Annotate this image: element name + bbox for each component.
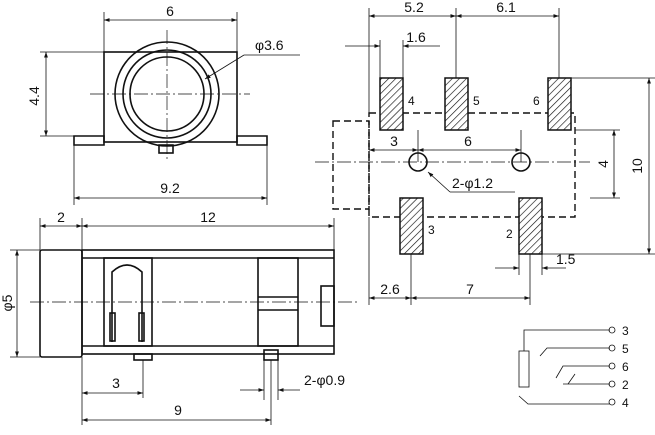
terminal-5-label: 5 [622, 342, 629, 356]
terminal-2-label: 2 [622, 378, 629, 392]
schematic-wire-4 [518, 395, 610, 405]
terminal-6-label: 6 [622, 360, 629, 374]
side-pin-diameter-label: 2-φ0.9 [304, 372, 345, 388]
side-rear-tab [320, 285, 335, 327]
pcb-dim-6-label: 6 [464, 133, 472, 149]
terminal-4 [608, 398, 616, 406]
front-left-tab [73, 135, 105, 146]
schematic-wire-5 [539, 347, 610, 357]
pad-2 [518, 197, 543, 255]
pcb-dim-1-5-label: 1.5 [556, 251, 576, 267]
pcb-flange-outline [332, 120, 370, 210]
front-right-tab [236, 135, 268, 146]
side-view: 2 12 φ5 3 9 2-φ0.9 [0, 209, 360, 425]
front-width-label: 6 [166, 3, 174, 19]
terminal-3 [608, 326, 616, 334]
pcb-dim-7-label: 7 [466, 281, 474, 297]
pad-4 [379, 77, 404, 131]
side-diameter-label: φ5 [0, 294, 15, 311]
side-pin-2 [263, 349, 279, 361]
front-view: 6 4.4 φ3.6 9.2 [26, 3, 300, 205]
front-height-label: 4.4 [26, 86, 42, 106]
side-spring-contact [111, 264, 143, 290]
pcb-dim-1-6-label: 1.6 [406, 29, 426, 45]
pad-2-label: 2 [506, 227, 513, 241]
pcb-dim-6-1-label: 6.1 [496, 0, 516, 15]
front-base-label: 9.2 [160, 180, 180, 196]
terminal-2 [608, 380, 616, 388]
side-pin-offset-label: 3 [112, 375, 120, 391]
pad-5 [444, 77, 469, 131]
pcb-hole-label: 2-φ1.2 [452, 175, 493, 191]
pcb-dim-4-label: 4 [595, 160, 611, 168]
pad-6 [547, 77, 572, 131]
pad-6-label: 6 [533, 94, 540, 108]
side-pin-1 [133, 353, 153, 361]
side-length-label: 12 [200, 209, 216, 225]
pad-3-label: 3 [428, 223, 435, 237]
front-diameter-label: φ3.6 [255, 37, 284, 53]
side-pin-span-label: 9 [174, 402, 182, 418]
pad-5-label: 5 [473, 94, 480, 108]
terminal-6 [608, 362, 616, 370]
side-flange-label: 2 [57, 209, 65, 225]
side-flange [39, 249, 83, 358]
pcb-layout: 4 5 6 3 2 5.2 6.1 1.6 3 6 4 [315, 0, 655, 305]
schematic: 3 5 6 2 4 [518, 324, 629, 410]
front-bottom-post [158, 144, 174, 154]
front-body [103, 51, 238, 143]
pcb-hole-leader [427, 171, 451, 193]
schematic-wire-3 [523, 329, 610, 351]
pcb-dim-2-6-label: 2.6 [380, 281, 400, 297]
pcb-dim-5-2-label: 5.2 [404, 0, 424, 15]
terminal-3-label: 3 [622, 324, 629, 338]
pad-4-label: 4 [408, 94, 415, 108]
pcb-dim-10-label: 10 [629, 158, 645, 174]
schematic-wire-2 [567, 373, 576, 385]
schematic-plug-symbol [518, 350, 530, 388]
schematic-wire-6 [555, 365, 610, 379]
terminal-5 [608, 344, 616, 352]
front-diameter-leader [204, 54, 245, 80]
pcb-dim-3-label: 3 [390, 133, 398, 149]
pad-3 [399, 197, 424, 255]
terminal-4-label: 4 [622, 396, 629, 410]
